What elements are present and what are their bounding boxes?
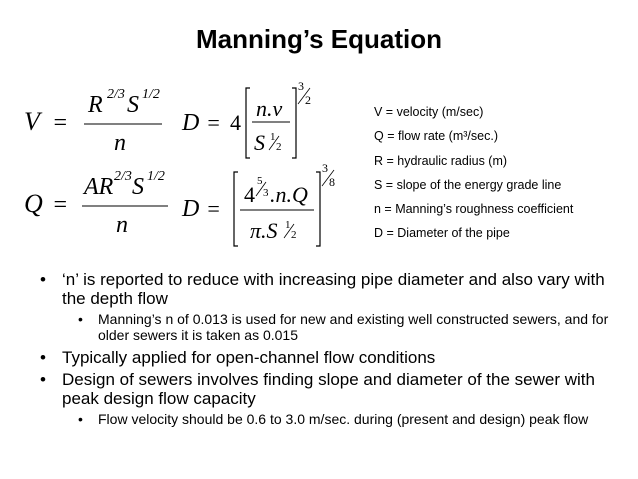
svg-text:n: n xyxy=(114,130,126,156)
svg-text:2: 2 xyxy=(276,141,282,153)
bullet-item: • Typically applied for open-channel flo… xyxy=(40,348,630,367)
sub-bullet-item: • Flow velocity should be 0.6 to 3.0 m/s… xyxy=(40,411,630,427)
bullet-list: • ‘n’ is reported to reduce with increas… xyxy=(40,270,630,432)
sub-bullet-text: Manning’s n of 0.013 is used for new and… xyxy=(98,311,609,343)
svg-text:S: S xyxy=(132,174,144,200)
definition-diameter: D = Diameter of the pipe xyxy=(374,226,510,241)
definition-velocity: V = velocity (m/sec) xyxy=(374,105,484,119)
bullet-item: • Design of sewers involves finding slop… xyxy=(40,370,630,408)
bullet-icon: • xyxy=(40,270,46,289)
definition-roughness: n = Manning’s roughness coefficient xyxy=(374,202,574,217)
svg-text:2: 2 xyxy=(305,93,311,107)
svg-text:.n.Q: .n.Q xyxy=(270,182,308,207)
equation-diameter-flow: D = 4 5 3 .n.Q π.S 1 2 3 8 xyxy=(180,160,340,255)
equation-flow-rate: Q = AR 2/3 S 1/2 n xyxy=(22,160,172,245)
bullet-item: • ‘n’ is reported to reduce with increas… xyxy=(40,270,630,308)
svg-text:5: 5 xyxy=(257,175,263,187)
svg-text:2: 2 xyxy=(291,229,297,241)
svg-text:V: V xyxy=(24,107,43,136)
sub-bullet-item: • Manning’s n of 0.013 is used for new a… xyxy=(40,311,630,343)
definition-flow-rate: Q = flow rate (m³/sec.) xyxy=(374,129,498,144)
svg-text:1: 1 xyxy=(285,219,291,231)
bullet-icon: • xyxy=(78,411,83,427)
svg-text:2/3: 2/3 xyxy=(114,169,132,184)
svg-text:=: = xyxy=(206,196,221,221)
bullet-icon: • xyxy=(40,370,46,389)
svg-text:4: 4 xyxy=(244,182,255,207)
svg-text:n.v: n.v xyxy=(256,96,283,121)
bullet-icon: • xyxy=(78,311,83,327)
bullet-text: Design of sewers involves finding slope … xyxy=(62,370,595,408)
definition-hydraulic-radius: R = hydraulic radius (m) xyxy=(374,153,508,168)
svg-text:1: 1 xyxy=(270,131,276,143)
svg-text:n: n xyxy=(116,212,128,238)
svg-text:R: R xyxy=(87,92,103,118)
sub-bullet-text: Flow velocity should be 0.6 to 3.0 m/sec… xyxy=(98,411,589,427)
svg-text:S: S xyxy=(254,130,265,155)
svg-text:4: 4 xyxy=(230,110,241,135)
variable-definitions: V = velocity (m/sec) Q = flow rate (m³/s… xyxy=(374,100,573,246)
definition-slope: S = slope of the energy grade line xyxy=(374,177,562,192)
svg-text:3: 3 xyxy=(298,79,304,93)
bullet-text: ‘n’ is reported to reduce with increasin… xyxy=(62,270,605,308)
equation-velocity: V = R 2/3 S 1/2 n xyxy=(22,78,172,163)
svg-text:3: 3 xyxy=(263,187,269,199)
equation-diameter-velocity: D = 4 n.v S 1 2 3 2 xyxy=(180,78,330,168)
svg-text:=: = xyxy=(52,110,68,136)
svg-text:S: S xyxy=(127,92,139,118)
svg-text:2/3: 2/3 xyxy=(107,87,125,102)
bullet-text: Typically applied for open-channel flow … xyxy=(62,348,436,367)
svg-text:=: = xyxy=(206,110,221,135)
svg-text:D: D xyxy=(181,110,199,136)
svg-text:Q: Q xyxy=(24,189,43,218)
svg-text:1/2: 1/2 xyxy=(147,169,165,184)
svg-text:D: D xyxy=(181,196,199,222)
svg-text:8: 8 xyxy=(329,175,335,189)
page-title: Manning’s Equation xyxy=(195,24,443,54)
bullet-icon: • xyxy=(40,348,46,367)
svg-text:=: = xyxy=(52,192,68,218)
svg-text:1/2: 1/2 xyxy=(142,87,160,102)
svg-text:3: 3 xyxy=(322,161,328,175)
svg-text:π.S: π.S xyxy=(250,218,278,243)
svg-text:AR: AR xyxy=(82,174,114,200)
